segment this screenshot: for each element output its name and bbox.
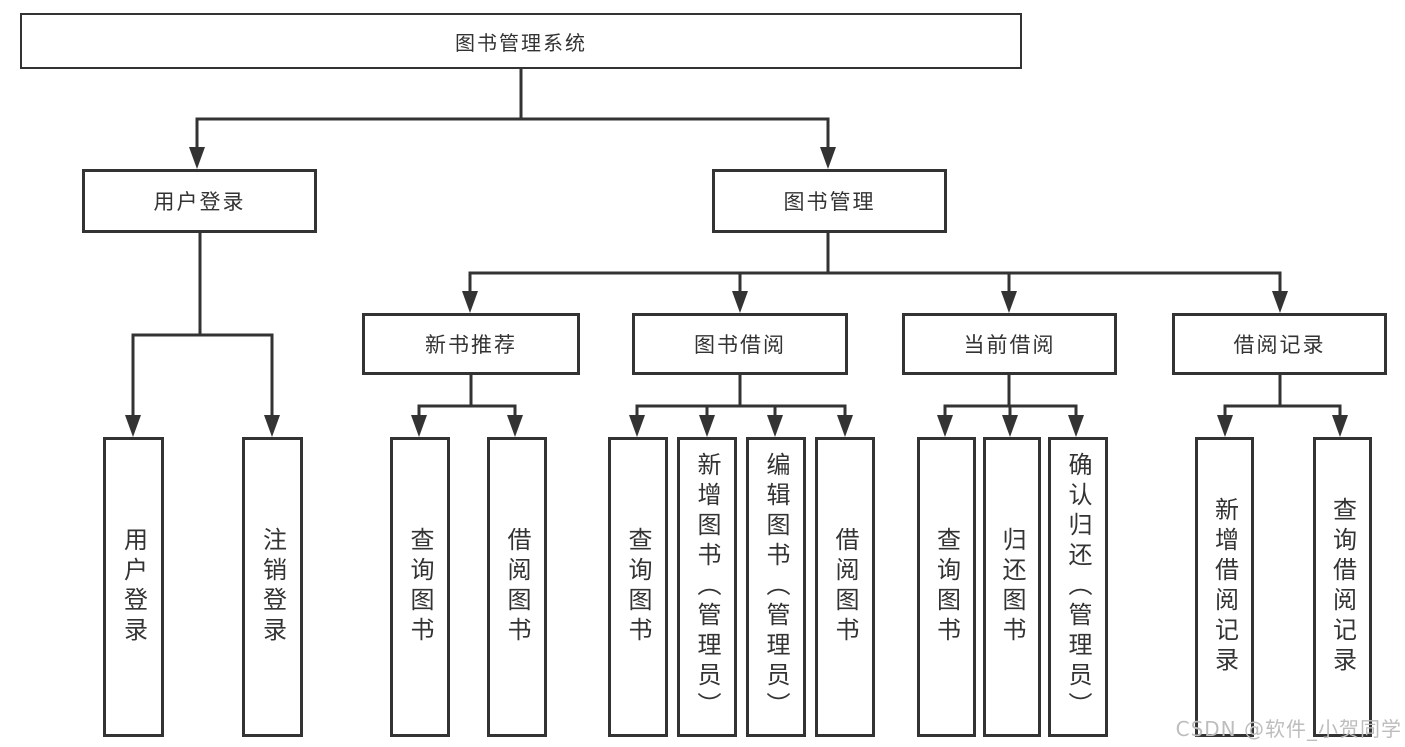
node-label: 新增图书（管理员） [693,452,721,722]
node-label: 借阅记录 [1233,333,1326,357]
arrowheads [125,147,1348,437]
leaf-query-books-current: 查询图书 [917,437,976,737]
node-label: 编辑图书（管理员） [762,452,790,722]
node-label: 借阅图书 [831,527,859,647]
leaf-user-login: 用户登录 [103,437,164,737]
node-label: 确认归还（管理员） [1064,452,1092,722]
leaf-query-books-borrowing: 查询图书 [608,437,668,737]
node-label: 归还图书 [998,527,1026,647]
node-label: 用户登录 [153,190,246,214]
leaf-return-books: 归还图书 [983,437,1041,737]
leaf-borrow-books: 借阅图书 [815,437,875,737]
node-label: 查询图书 [406,527,434,647]
leaf-confirm-return-admin: 确认归还（管理员） [1048,437,1108,737]
node-label: 借阅图书 [503,527,531,647]
edge-level3-rail [468,271,1282,294]
leaf-add-borrow-record: 新增借阅记录 [1195,437,1254,737]
node-label: 注销登录 [258,527,287,647]
leaf-edit-books-admin: 编辑图书（管理员） [746,437,806,737]
node-label: 查询借阅记录 [1328,497,1357,677]
node-current-borrowing: 当前借阅 [902,313,1117,375]
leaf-query-books-recommend: 查询图书 [390,437,450,737]
leaf-query-borrow-record: 查询借阅记录 [1313,437,1372,737]
node-label: 新增借阅记录 [1210,497,1239,677]
node-borrowing-records: 借阅记录 [1172,313,1387,375]
edge-newbook-rail [417,404,517,418]
node-new-book-recommendation: 新书推荐 [362,313,580,375]
edge-borrow-rail [635,404,847,418]
leaf-logout-login: 注销登录 [242,437,303,737]
node-label: 图书借阅 [694,333,786,357]
node-label: 查询图书 [624,527,652,647]
node-label: 图书管理系统 [455,30,587,55]
node-label: 用户登录 [119,527,148,647]
node-book-borrowing: 图书借阅 [632,313,848,375]
node-label: 图书管理 [783,190,876,214]
leaf-add-books-admin: 新增图书（管理员） [677,437,737,737]
edge-level2-rail [195,117,830,152]
node-label: 新书推荐 [425,333,517,357]
node-user-login-branch: 用户登录 [82,169,317,233]
node-label: 查询图书 [932,527,961,647]
leaf-borrow-books-recommend: 借阅图书 [487,437,547,737]
edge-userlogin-rail [131,333,274,418]
node-library-management-system: 图书管理系统 [20,13,1022,69]
node-label: 当前借阅 [963,333,1056,357]
edge-records-rail [1223,404,1342,418]
node-book-management: 图书管理 [712,169,947,233]
csdn-watermark: CSDN @软件_小贺同学 [1175,717,1402,741]
